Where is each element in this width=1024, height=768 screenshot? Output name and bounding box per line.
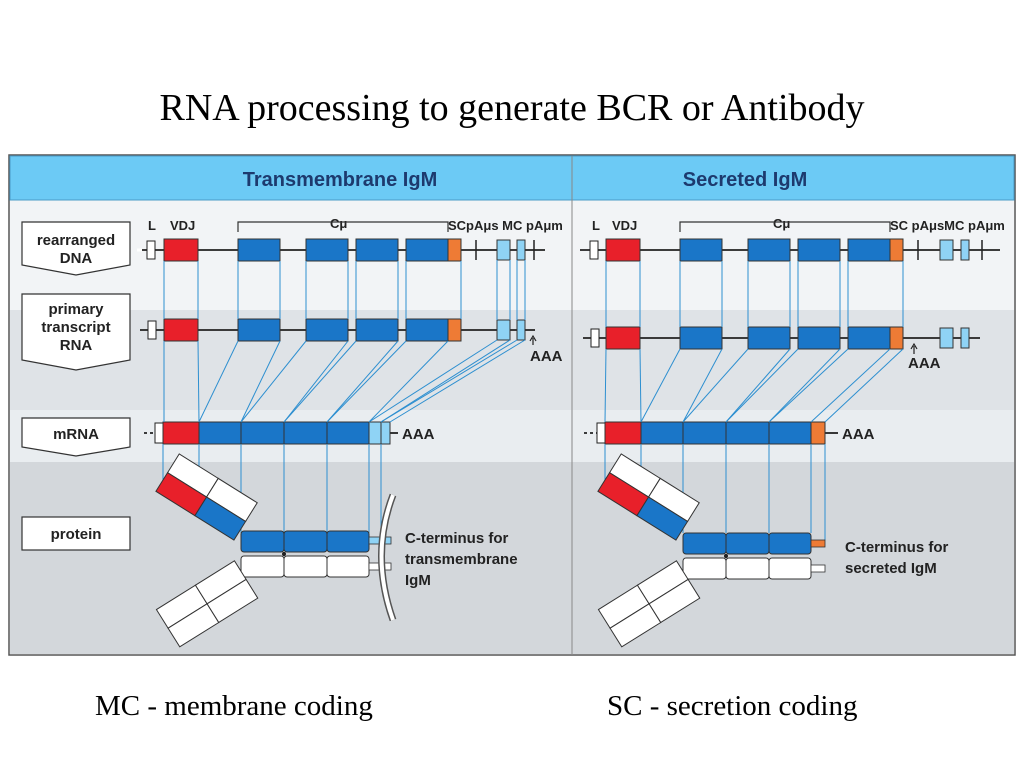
svg-text:transcript: transcript (41, 319, 110, 336)
svg-text:Cμ: Cμ (773, 216, 790, 231)
left-connectors-dna (163, 260, 526, 320)
left-mrna-track (144, 421, 398, 445)
svg-text:transmembrane: transmembrane (405, 551, 518, 568)
right-mrna-track (584, 421, 838, 445)
svg-text:IgM: IgM (405, 572, 431, 589)
svg-text:SC pAμsMC pAμm: SC pAμsMC pAμm (890, 218, 1005, 233)
right-gene-labels: L VDJ Cμ SC pAμsMC pAμm (592, 216, 1005, 233)
svg-text:L: L (592, 218, 600, 233)
left-primary-polya: AAA (530, 348, 563, 365)
svg-text:VDJ: VDJ (612, 218, 637, 233)
svg-text:C-terminus for: C-terminus for (845, 539, 949, 556)
svg-text:Cμ: Cμ (330, 216, 347, 231)
band-primary (10, 310, 1014, 410)
left-c-terminus-label: C-terminus for transmembrane IgM (405, 530, 518, 589)
label-mrna: mRNA (21, 417, 131, 457)
right-primary-track (583, 326, 980, 354)
right-connectors-mrna (604, 348, 904, 423)
right-primary-polya: AAA (908, 355, 941, 372)
slide-title: RNA processing to generate BCR or Antibo… (159, 87, 865, 129)
svg-text:RNA: RNA (60, 337, 93, 354)
header-transmembrane-text: Transmembrane IgM (243, 169, 438, 191)
header-transmembrane (9, 155, 573, 201)
svg-text:rearranged: rearranged (37, 232, 115, 249)
right-connectors-dna (605, 261, 904, 327)
svg-text:SCpAμs MC pAμm: SCpAμs MC pAμm (448, 218, 563, 233)
left-protein-igm (155, 453, 397, 648)
svg-text:protein: protein (51, 526, 102, 543)
right-c-terminus-label: C-terminus for secreted IgM (845, 539, 949, 577)
label-rearranged-dna: rearranged DNA (21, 221, 131, 276)
left-connectors-mrna (163, 339, 526, 423)
caption-secretion-coding: SC - secretion coding (607, 690, 858, 722)
left-mrna-polya: AAA (402, 426, 435, 443)
right-dna-track (580, 238, 1000, 262)
svg-text:DNA: DNA (60, 250, 93, 267)
left-dna-track (137, 238, 545, 262)
svg-text:mRNA: mRNA (53, 426, 99, 443)
svg-text:C-terminus for: C-terminus for (405, 530, 509, 547)
right-protein-igm (597, 453, 826, 648)
left-gene-labels: L VDJ Cμ SCpAμs MC pAμm (148, 216, 563, 233)
caption-membrane-coding: MC - membrane coding (95, 690, 373, 722)
label-protein: protein (21, 516, 131, 551)
svg-text:primary: primary (48, 301, 104, 318)
header-secreted (571, 155, 1015, 201)
svg-text:secreted IgM: secreted IgM (845, 560, 937, 577)
svg-text:L: L (148, 218, 156, 233)
right-mrna-polya: AAA (842, 426, 875, 443)
svg-text:VDJ: VDJ (170, 218, 195, 233)
header-secreted-text: Secreted IgM (683, 169, 807, 191)
label-primary-transcript: primary transcript RNA (21, 293, 131, 371)
left-primary-track (140, 318, 537, 345)
